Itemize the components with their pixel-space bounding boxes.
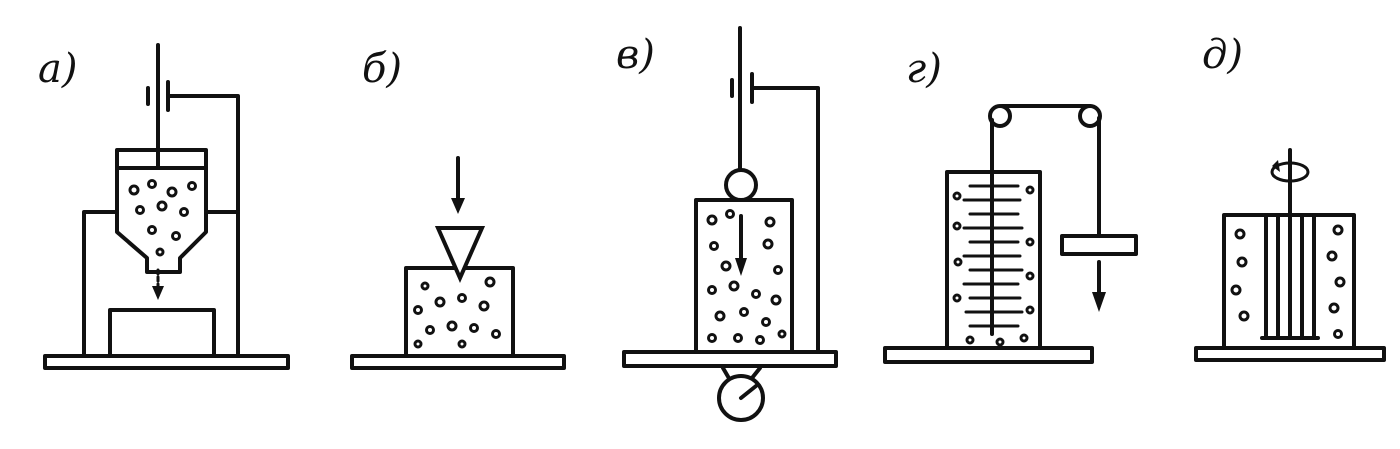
- panel-a: а): [38, 43, 290, 370]
- rotation-arrow-head: [1272, 160, 1280, 172]
- panel-g: г): [883, 46, 1138, 364]
- concrete-aggregate: [706, 209, 787, 345]
- vane-blades: [1260, 213, 1320, 340]
- load-arrow-head: [451, 198, 465, 214]
- base-plate: [622, 350, 838, 368]
- concrete-aggregate: [128, 179, 197, 257]
- frame-left: [82, 210, 119, 358]
- pulley-left: [988, 104, 1012, 128]
- steel-ball: [724, 168, 758, 202]
- gauge-needle: [739, 384, 758, 400]
- concrete-aggregate: [413, 276, 501, 349]
- panel-label-d: д): [1202, 32, 1243, 78]
- drip-arrow-head: [152, 286, 164, 300]
- panel-b: б): [350, 46, 566, 370]
- pull-arrow-head: [1092, 292, 1106, 312]
- base-plate: [883, 346, 1094, 364]
- concrete-sample: [694, 198, 794, 354]
- rotation-arrow-icon: [1270, 161, 1310, 183]
- vessel-lid: [115, 148, 208, 170]
- panel-d: д): [1194, 32, 1386, 362]
- weight: [1060, 234, 1138, 256]
- sample-block: [108, 308, 216, 358]
- anchor-ribs: [962, 184, 1024, 328]
- concrete-aggregate: [1230, 224, 1346, 339]
- panel-label-v: в): [616, 32, 655, 78]
- pulley-right: [1078, 104, 1102, 128]
- panel-label-b: б): [362, 46, 402, 92]
- concrete-aggregate: [952, 185, 1035, 347]
- panel-label-g: г): [906, 46, 942, 92]
- indenter-cone: [434, 226, 486, 283]
- circuit-wire: [166, 94, 240, 358]
- vessel-funnel: [115, 166, 208, 274]
- circuit-wire: [750, 86, 820, 354]
- ball-motion-arrow-head: [735, 258, 747, 276]
- panel-v: в): [616, 26, 838, 422]
- panel-label-a: а): [38, 46, 77, 92]
